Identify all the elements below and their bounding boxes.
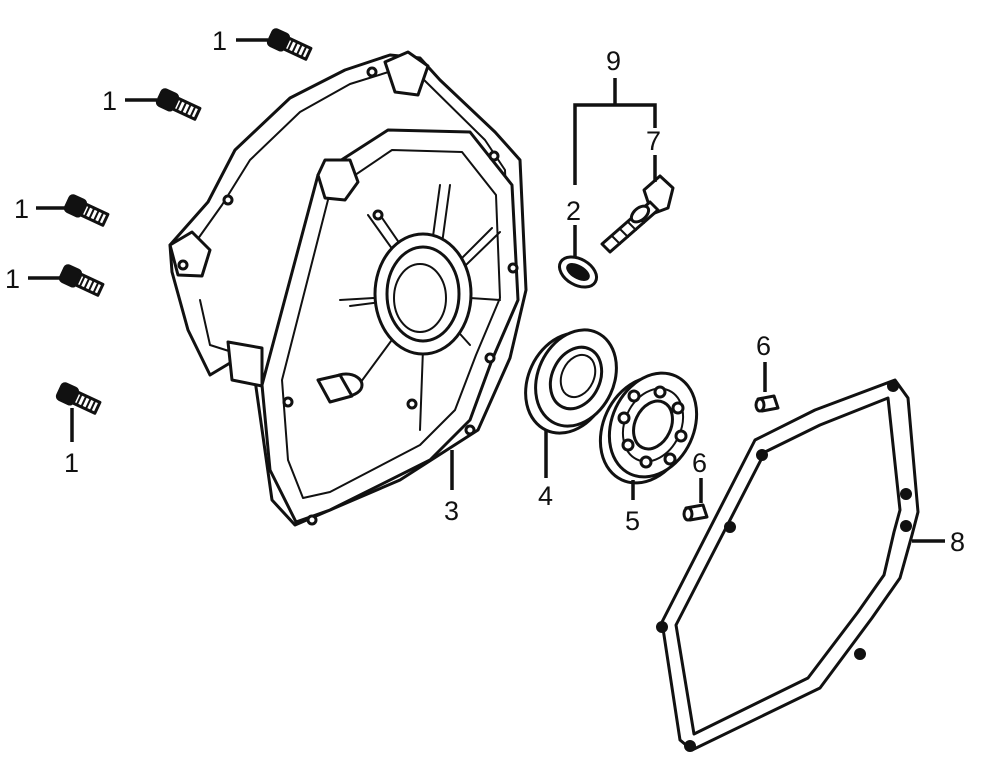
- oil-seal-icon: [524, 328, 618, 435]
- bolt-icon: [266, 28, 313, 61]
- callout-bearing: 5: [625, 506, 640, 536]
- callout-gasket: 8: [950, 527, 965, 557]
- callout-bolt: 1: [212, 26, 227, 56]
- callout-plug-assembly: 9: [606, 46, 621, 76]
- seal-ring-icon: [558, 255, 598, 289]
- callout-crankcase-cover: 3: [444, 496, 459, 526]
- callouts: 1 1 1 1 1 2 3 4 5 6 6 7 8 9: [5, 26, 965, 557]
- bolt-icon: [63, 194, 110, 227]
- drain-plug-icon: [600, 174, 675, 254]
- dowel-pin-icon: [682, 503, 709, 522]
- callout-bolt: 1: [102, 86, 117, 116]
- callout-dowel-pin: 6: [692, 448, 707, 478]
- ball-bearing-icon: [598, 371, 699, 485]
- callout-dowel-pin: 6: [756, 331, 771, 361]
- crankcase-cover-icon: [168, 50, 528, 527]
- callout-bolt: 1: [14, 194, 29, 224]
- bolt-icon: [58, 264, 105, 297]
- bolt-icon: [155, 88, 202, 121]
- callout-bolt: 1: [5, 264, 20, 294]
- callout-oil-seal: 4: [538, 481, 553, 511]
- gasket-icon: [656, 378, 920, 752]
- dowel-pin-icon: [754, 394, 780, 413]
- callout-seal: 2: [566, 196, 581, 226]
- bolt-icon: [55, 382, 102, 415]
- callout-drain-plug: 7: [646, 126, 661, 156]
- leader-lines: [28, 38, 945, 543]
- callout-bolt: 1: [64, 448, 79, 478]
